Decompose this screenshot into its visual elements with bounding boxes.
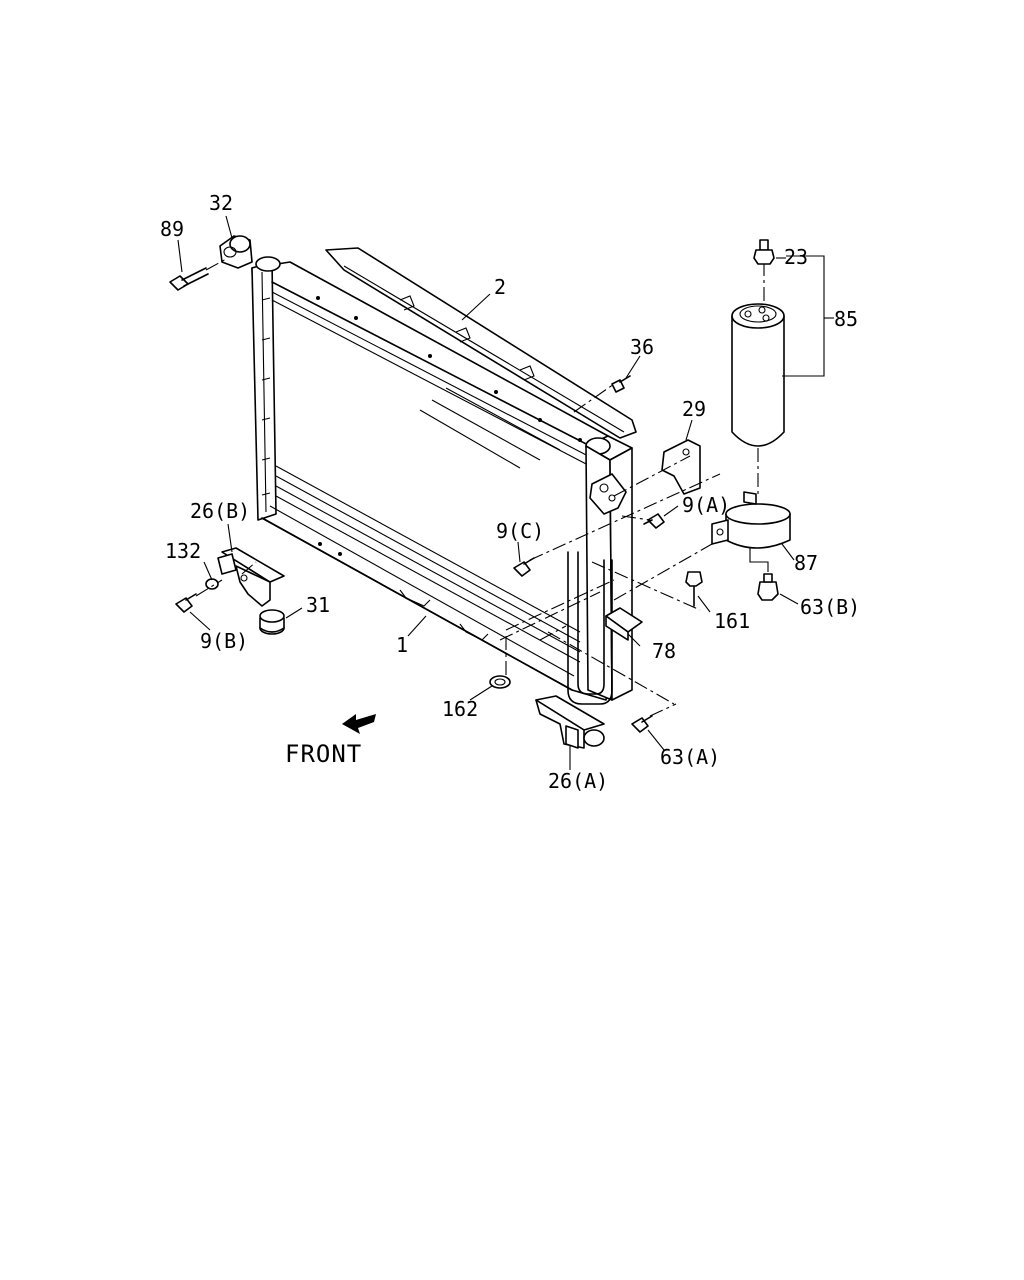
label-29: 29 <box>682 397 706 421</box>
label-23: 23 <box>784 245 808 269</box>
label-1: 1 <box>396 633 408 657</box>
grommet-162 <box>489 675 511 689</box>
label-26a: 26(A) <box>548 769 608 793</box>
label-63a: 63(A) <box>660 745 720 769</box>
label-9c: 9(C) <box>496 519 544 543</box>
upper-seal-strip <box>325 247 637 439</box>
washer-132 <box>205 578 219 590</box>
leader-lines <box>177 215 834 770</box>
front-label: FRONT <box>285 740 362 768</box>
bracket-78 <box>605 607 643 641</box>
screw-63a <box>631 715 653 733</box>
screw-9a <box>643 513 665 529</box>
bolt-161 <box>685 571 703 607</box>
pressure-switch-23 <box>753 239 775 265</box>
bracket-26b <box>217 547 285 607</box>
label-161: 161 <box>714 609 750 633</box>
bracket-26a <box>535 695 605 749</box>
bolt-63b <box>757 573 779 601</box>
label-9a: 9(A) <box>682 493 730 517</box>
part-labels: 89 32 2 36 29 23 85 9(A) 9(C) 26(B) 132 … <box>160 191 860 793</box>
label-87: 87 <box>794 551 818 575</box>
bolt-89 <box>169 257 229 291</box>
label-32: 32 <box>209 191 233 215</box>
label-162: 162 <box>442 697 478 721</box>
label-31: 31 <box>306 593 330 617</box>
label-9b: 9(B) <box>200 629 248 653</box>
label-85: 85 <box>834 307 858 331</box>
label-89: 89 <box>160 217 184 241</box>
label-63b: 63(B) <box>800 595 860 619</box>
receiver-drier <box>731 262 785 498</box>
right-tank <box>567 435 701 705</box>
assembly-lines <box>195 383 721 717</box>
label-26b: 26(B) <box>190 499 250 523</box>
rubber-mount-31 <box>259 609 285 635</box>
label-78: 78 <box>652 639 676 663</box>
screw-36 <box>611 375 631 393</box>
front-arrow <box>342 714 376 734</box>
label-36: 36 <box>630 335 654 359</box>
label-132: 132 <box>165 539 201 563</box>
label-2: 2 <box>494 275 506 299</box>
rubber-mount-32 <box>219 235 253 269</box>
screw-9b <box>175 593 197 613</box>
condenser-core <box>251 256 631 701</box>
clamp-87 <box>711 491 791 572</box>
